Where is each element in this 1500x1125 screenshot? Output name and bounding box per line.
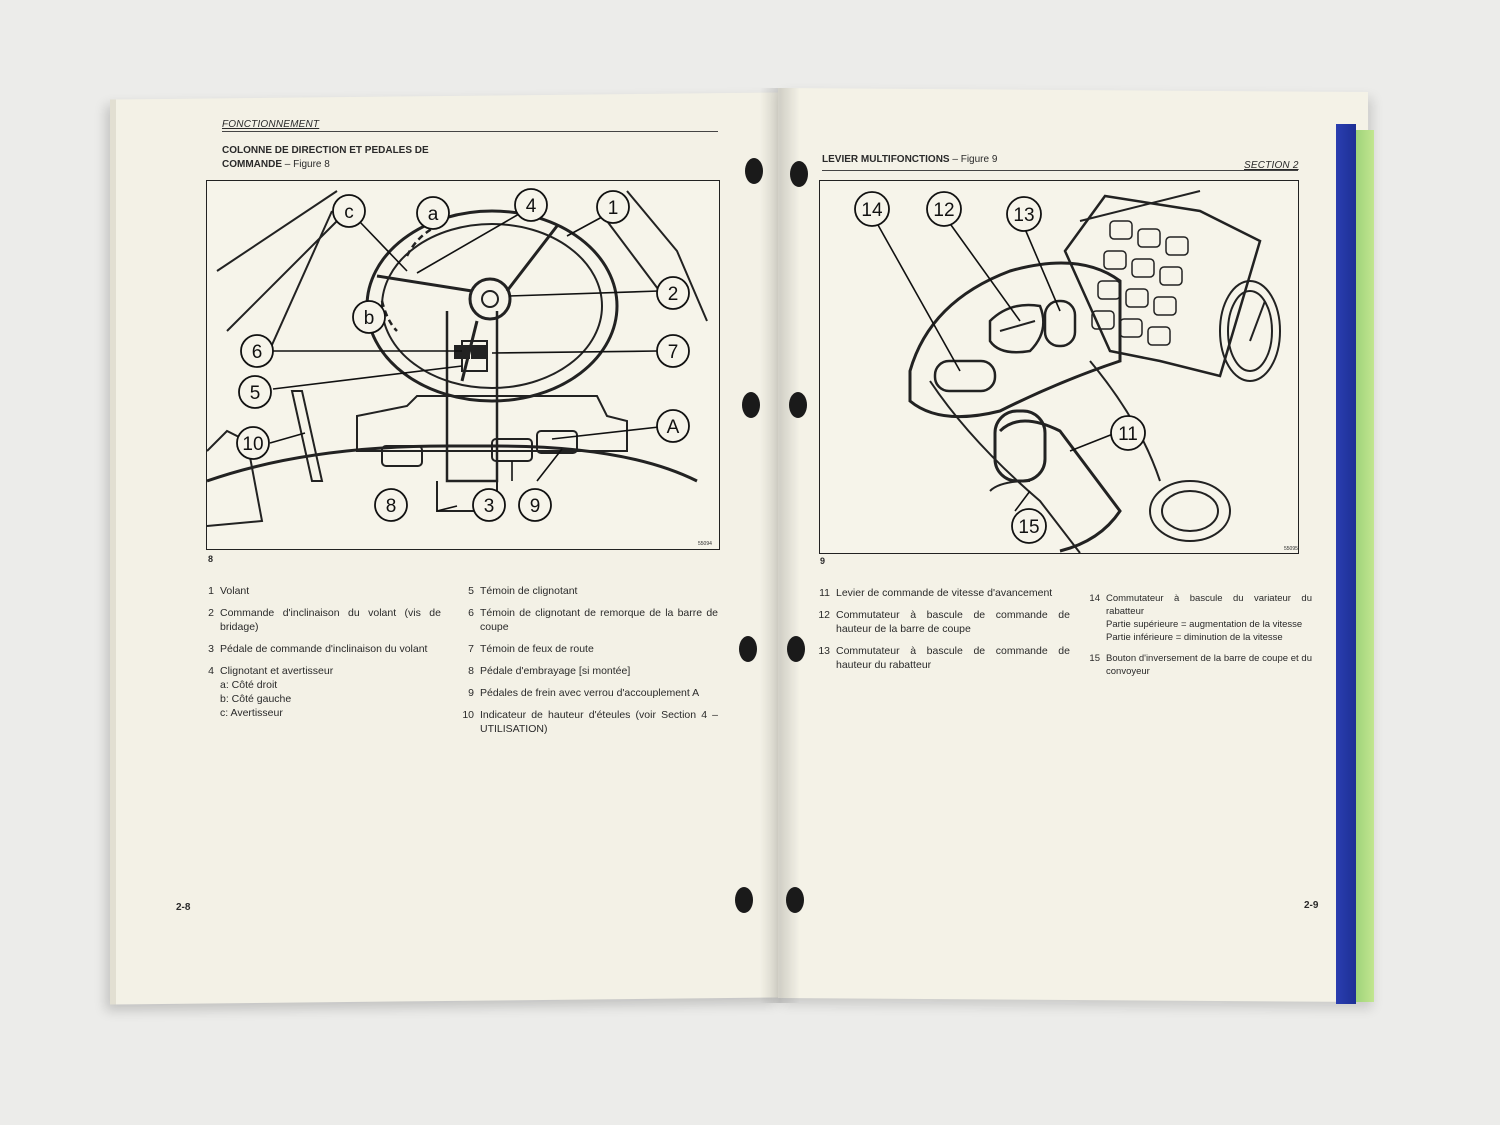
callout-2: 2	[656, 276, 690, 310]
figure-code: 55094	[698, 541, 712, 547]
callout-bubbles: 14 12 13 11 15	[854, 191, 1146, 544]
callout-bubbles: c a 4 1 2 b 6 7 5 A 10 8 3 9	[236, 188, 690, 522]
header-rule	[822, 170, 1298, 171]
svg-text:13: 13	[1013, 205, 1034, 226]
running-head: FONCTIONNEMENT	[222, 119, 320, 130]
callout-1: 1	[596, 190, 630, 224]
callout-c: c	[332, 194, 366, 228]
punch-hole	[790, 161, 808, 187]
figure-title: LEVIER MULTIFONCTIONS – Figure 9	[822, 153, 1082, 167]
punch-hole	[745, 158, 763, 184]
punch-hole	[786, 887, 804, 913]
callout-A: A	[656, 409, 690, 443]
callout-b: b	[352, 300, 386, 334]
legend-subitem: c: Avertisseur	[220, 707, 283, 719]
svg-text:b: b	[364, 308, 375, 329]
svg-text:11: 11	[1118, 424, 1138, 445]
open-manual	[98, 78, 1400, 1008]
multifunction-lever-illustration: 14 12 13 11 15	[854, 190, 1281, 553]
callout-13: 13	[1006, 196, 1042, 232]
figure-9-multifunction-lever: 14 12 13 11 15	[819, 180, 1299, 554]
legend-subitem: a: Côté droit	[220, 679, 278, 691]
svg-text:7: 7	[668, 342, 679, 363]
callout-6: 6	[240, 334, 274, 368]
callout-a: a	[416, 196, 450, 230]
legend-subitem: Partie inférieure = diminution de la vit…	[1106, 632, 1283, 643]
callout-14: 14	[854, 191, 890, 227]
callout-10: 10	[236, 426, 270, 460]
punch-hole	[739, 636, 757, 662]
svg-text:15: 15	[1018, 517, 1039, 538]
figure-code: 55095	[1284, 546, 1298, 552]
callout-7: 7	[656, 334, 690, 368]
svg-text:A: A	[667, 417, 680, 438]
svg-text:14: 14	[861, 200, 883, 221]
callout-11: 11	[1110, 415, 1146, 451]
section-head: SECTION 2	[1244, 160, 1299, 171]
figure-title: COLONNE DE DIRECTION ET PEDALES DE COMMA…	[222, 144, 462, 172]
figure-title-text: LEVIER MULTIFONCTIONS	[822, 154, 950, 165]
svg-text:12: 12	[933, 200, 954, 221]
callout-12: 12	[926, 191, 962, 227]
svg-text:c: c	[344, 202, 354, 223]
callout-5: 5	[238, 375, 272, 409]
svg-text:9: 9	[530, 496, 541, 517]
callout-3: 3	[472, 488, 506, 522]
page-number-left: 2-8	[176, 902, 191, 913]
svg-text:a: a	[428, 204, 439, 225]
svg-text:4: 4	[526, 196, 537, 217]
figure-reference: – Figure 8	[284, 159, 330, 170]
punch-hole	[789, 392, 807, 418]
punch-hole	[787, 636, 805, 662]
figure-number: 9	[820, 556, 826, 566]
header-rule	[222, 131, 718, 132]
steering-column-illustration: c a 4 1 2 b 6 7 5 A 10 8 3 9	[207, 188, 708, 527]
svg-text:2: 2	[668, 284, 679, 305]
legend-subitem: b: Côté gauche	[220, 693, 292, 705]
svg-text:5: 5	[250, 383, 261, 404]
figure-number: 8	[208, 554, 214, 564]
legend-subitem: Partie supérieure = augmentation de la v…	[1106, 619, 1303, 630]
page-number-right: 2-9	[1304, 900, 1319, 911]
callout-15: 15	[1011, 508, 1047, 544]
callout-8: 8	[374, 488, 408, 522]
green-page-edge	[1356, 130, 1374, 1002]
svg-text:8: 8	[386, 496, 397, 517]
svg-text:3: 3	[484, 496, 495, 517]
figure-8-steering-column: c a 4 1 2 b 6 7 5 A 10 8 3 9	[206, 180, 720, 550]
figure-reference: – Figure 9	[952, 154, 998, 165]
book-gutter	[760, 88, 800, 1003]
figure-title-text: COLONNE DE DIRECTION ET PEDALES DE COMMA…	[222, 145, 429, 170]
svg-text:10: 10	[242, 434, 263, 455]
callout-4: 4	[514, 188, 548, 222]
callout-9: 9	[518, 488, 552, 522]
svg-text:1: 1	[608, 198, 619, 219]
punch-hole	[742, 392, 760, 418]
punch-hole	[735, 887, 753, 913]
svg-text:6: 6	[252, 342, 263, 363]
blue-page-edge	[1336, 124, 1356, 1004]
